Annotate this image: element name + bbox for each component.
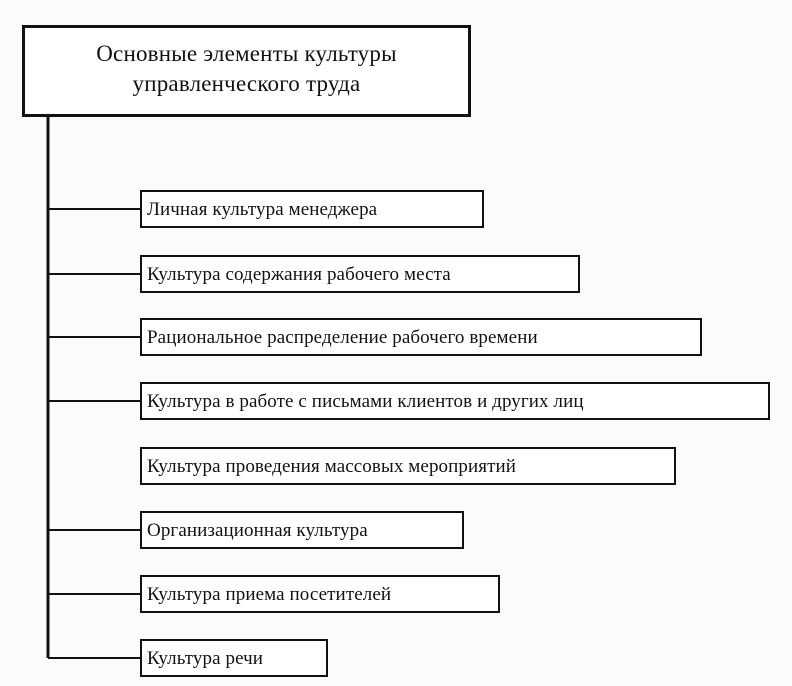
leaf-node-label: Личная культура менеджера: [147, 198, 378, 220]
leaf-node-1: Личная культура менеджера: [140, 190, 484, 228]
leaf-node-6: Организационная культура: [140, 511, 464, 549]
leaf-node-4: Культура в работе с письмами клиентов и …: [140, 382, 770, 420]
leaf-node-2: Культура содержания рабочего места: [140, 255, 580, 293]
root-node-label: Основные элементы культуры управленческо…: [96, 41, 397, 96]
leaf-node-5: Культура проведения массовых мероприятий: [140, 447, 676, 485]
leaf-node-8: Культура речи: [140, 639, 328, 677]
leaf-node-label: Культура проведения массовых мероприятий: [147, 455, 517, 477]
leaf-node-label: Культура в работе с письмами клиентов и …: [147, 390, 584, 412]
leaf-node-3: Рациональное распределение рабочего врем…: [140, 318, 702, 356]
leaf-node-label: Культура приема посетителей: [147, 583, 392, 605]
leaf-node-label: Культура содержания рабочего места: [147, 263, 451, 285]
leaf-node-label: Культура речи: [147, 647, 264, 669]
leaf-node-label: Организационная культура: [147, 519, 368, 541]
leaf-node-label: Рациональное распределение рабочего врем…: [147, 326, 538, 348]
leaf-node-7: Культура приема посетителей: [140, 575, 500, 613]
root-node: Основные элементы культуры управленческо…: [22, 25, 471, 117]
